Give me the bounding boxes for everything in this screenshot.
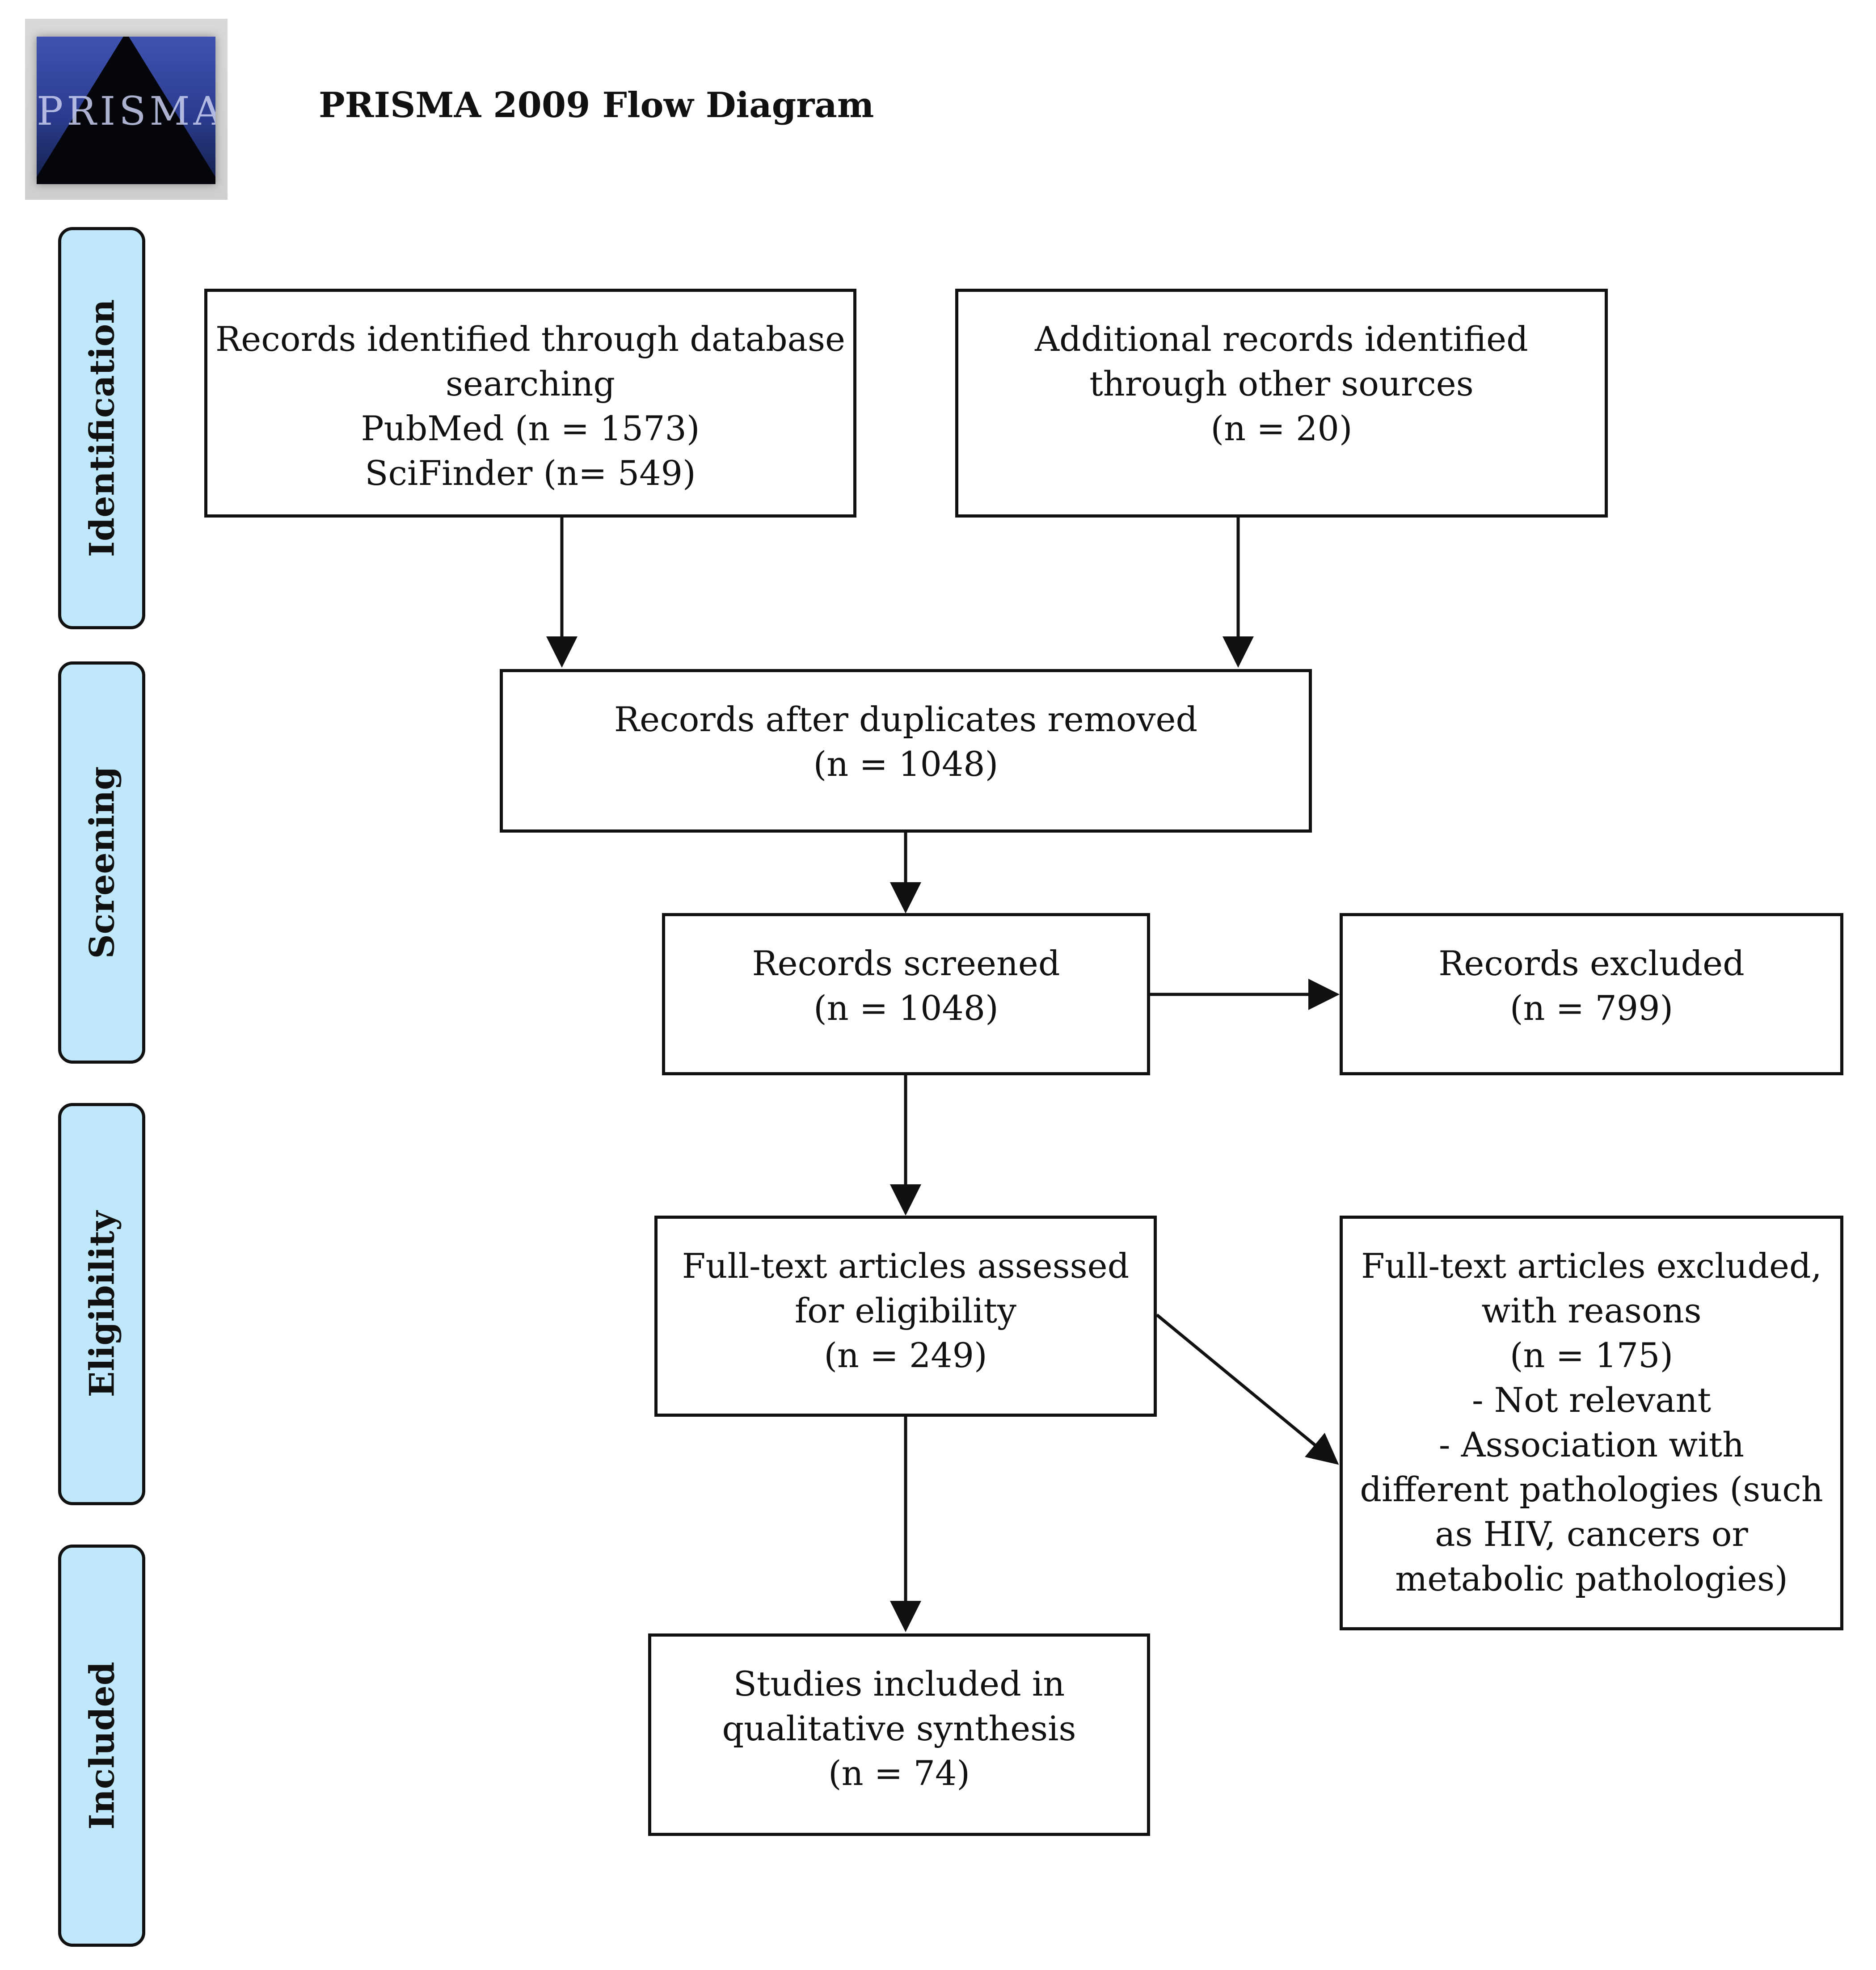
box-text: (n = 74) (828, 1753, 970, 1793)
box-other-sources: Additional records identified through ot… (955, 289, 1608, 518)
box-text: Full-text articles excluded, (1361, 1246, 1822, 1286)
box-text: (n = 1048) (814, 988, 999, 1028)
stage-screening: Screening (58, 661, 145, 1064)
logo-triangle-icon (37, 37, 215, 184)
box-text: Full-text articles assessed (682, 1246, 1130, 1286)
box-studies-included: Studies included in qualitative synthesi… (648, 1633, 1150, 1836)
page-title: PRISMA 2009 Flow Diagram (319, 85, 874, 126)
stage-included: Included (58, 1545, 145, 1947)
box-text: (n = 20) (1210, 408, 1353, 448)
box-text: metabolic pathologies) (1395, 1559, 1788, 1599)
box-full-text-assessed: Full-text articles assessed for eligibil… (654, 1216, 1157, 1417)
box-duplicates-removed: Records after duplicates removed (n = 10… (500, 669, 1312, 833)
box-text: PubMed (n = 1573) (361, 408, 700, 448)
logo-text: PRISMA (37, 88, 215, 134)
box-text: (n = 1048) (813, 744, 999, 784)
box-text: through other sources (1089, 364, 1474, 404)
box-text: searching (445, 364, 615, 404)
box-text: as HIV, cancers or (1435, 1514, 1748, 1554)
box-full-text-excluded: Full-text articles excluded, with reason… (1340, 1216, 1843, 1630)
box-text: Records identified through database (215, 319, 845, 359)
box-text: with reasons (1481, 1291, 1702, 1330)
box-text: Records after duplicates removed (614, 699, 1198, 739)
box-text: - Not relevant (1471, 1380, 1712, 1420)
box-records-screened: Records screened (n = 1048) (662, 913, 1150, 1075)
box-text: Records excluded (1438, 943, 1745, 983)
box-database-search: Records identified through database sear… (204, 289, 856, 518)
prisma-logo: PRISMA (25, 19, 228, 200)
box-text: (n = 175) (1509, 1335, 1674, 1375)
box-text: SciFinder (n= 549) (365, 453, 696, 493)
stage-identification: Identification (58, 227, 145, 629)
box-text: Additional records identified (1035, 319, 1528, 359)
box-text: for eligibility (795, 1291, 1016, 1330)
box-text: different pathologies (such (1360, 1469, 1823, 1509)
box-text: qualitative synthesis (722, 1709, 1076, 1748)
box-text: Records screened (752, 943, 1060, 983)
box-text: (n = 249) (824, 1335, 987, 1375)
box-text: - Association with (1438, 1425, 1745, 1465)
arrow-fulltext-to-excluded (1155, 1313, 1339, 1465)
box-text: (n = 799) (1509, 988, 1674, 1028)
box-text: Studies included in (733, 1664, 1065, 1704)
stage-eligibility: Eligibility (58, 1103, 145, 1505)
box-records-excluded: Records excluded (n = 799) (1340, 913, 1843, 1075)
